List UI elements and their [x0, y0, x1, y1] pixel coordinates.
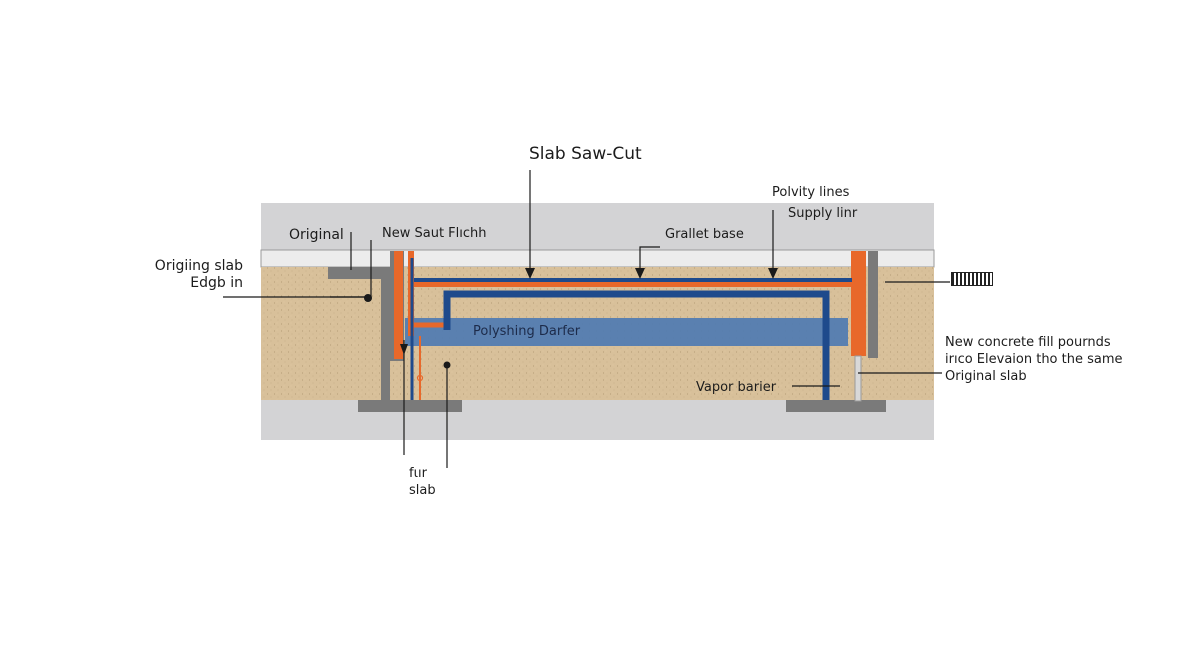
label-polyvity-lines: Polvity lines: [772, 185, 850, 200]
diagram-title: Slab Saw-Cut: [529, 144, 642, 164]
edge-dot: [364, 294, 372, 302]
gravel-leader: [639, 246, 660, 270]
title-arrow: [525, 268, 535, 279]
label-new-concrete-fill: New concrete fill pournds irıco Elevaion…: [945, 335, 1123, 384]
label-original: Original: [289, 227, 344, 243]
right-light-rod: [854, 355, 862, 402]
label-gravel-base: Grallet base: [665, 227, 744, 242]
label-supply-line: Supply linr: [788, 206, 858, 221]
left-orange-riser: [394, 251, 403, 359]
label-vapor-barrier: Vapor barier: [696, 380, 777, 395]
top-slab-band: [261, 203, 934, 251]
gravel-arrow: [635, 268, 645, 279]
left-form-top: [328, 267, 390, 279]
label-fur-slab: fιır slab: [409, 466, 436, 498]
orange-ring: [416, 374, 424, 382]
supply-arrow: [768, 268, 778, 279]
top-slab-highlight: [260, 249, 935, 268]
label-new-saw-finish: New Saut Flıchh: [382, 226, 487, 241]
fur-arrow: [400, 344, 408, 355]
right-form-foot: [786, 400, 886, 412]
blue-supply-line: [414, 278, 852, 282]
barcode-tag-icon: [951, 272, 993, 286]
fur-dot: [443, 361, 451, 369]
left-form-foot: [358, 400, 462, 412]
orange-horizontal-pipe: [408, 282, 854, 287]
label-polyshing-barrier: Polyshing Darfer: [473, 324, 581, 339]
polyshing-barrier-band: [405, 318, 848, 346]
right-form-post: [868, 251, 878, 358]
right-orange-riser: [851, 251, 866, 356]
label-original-slab-edge: Origiing slab Edgb in: [154, 258, 243, 291]
left-form-post: [381, 267, 390, 402]
blue-loop-pipe: [443, 290, 830, 400]
